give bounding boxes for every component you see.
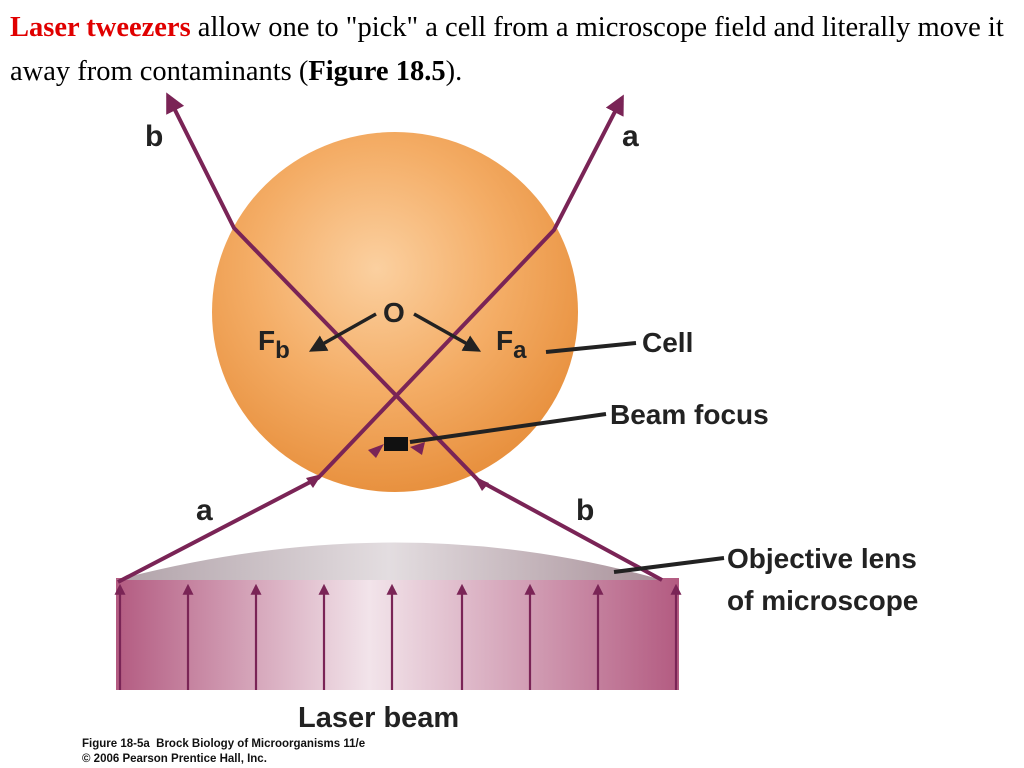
ray-b-arrowhead: [474, 477, 489, 491]
caption-lead: Laser tweezers: [10, 12, 191, 43]
label-ray-b-top: b: [145, 120, 163, 153]
cell-sphere: [212, 132, 578, 492]
beam-focus-leader-line: [409, 412, 607, 444]
objective-leader-line: [613, 556, 725, 574]
force-b-arrow: [308, 312, 377, 352]
label-force-a: Fa: [496, 325, 527, 364]
label-objective-line2: of microscope: [727, 585, 918, 616]
credit-line-1: Figure 18-5a Brock Biology of Microorgan…: [82, 738, 366, 750]
caption-text-2: ).: [445, 56, 463, 87]
label-objective-line1: Objective lens: [727, 543, 917, 574]
ray-a-inner-arrowhead: [368, 444, 384, 458]
laser-beam-arrows: [114, 583, 682, 690]
label-origin: O: [383, 297, 405, 328]
label-beam-focus: Beam focus: [610, 399, 769, 430]
objective-lens: [116, 542, 662, 580]
label-cell: Cell: [642, 327, 693, 358]
force-a-arrow: [413, 312, 482, 352]
ray-b-inner-arrowhead: [410, 442, 425, 455]
caption-text-1: allow one to "pick" a cell from a micros…: [10, 12, 1004, 87]
label-ray-a-top: a: [622, 120, 639, 153]
label-force-b: Fb: [258, 325, 290, 364]
label-force-a-subscript: a: [513, 337, 527, 364]
laser-beam-block: [116, 578, 679, 690]
label-ray-a-bottom: a: [196, 494, 213, 527]
label-force-b-subscript: b: [275, 337, 290, 364]
label-laser-beam: Laser beam: [298, 702, 459, 734]
ray-a: [117, 94, 624, 584]
beam-focus-marker: [384, 437, 408, 451]
caption-paragraph: Laser tweezers allow one to "pick" a cel…: [10, 6, 1015, 94]
label-ray-b-bottom: b: [576, 494, 594, 527]
caption-figure-ref: Figure 18.5: [308, 56, 446, 87]
credit-line-2: © 2006 Pearson Prentice Hall, Inc.: [82, 753, 267, 765]
cell-leader-line: [545, 341, 637, 354]
ray-a-arrowhead: [306, 474, 322, 488]
light-rays: [117, 92, 663, 584]
ray-b: [166, 92, 663, 582]
